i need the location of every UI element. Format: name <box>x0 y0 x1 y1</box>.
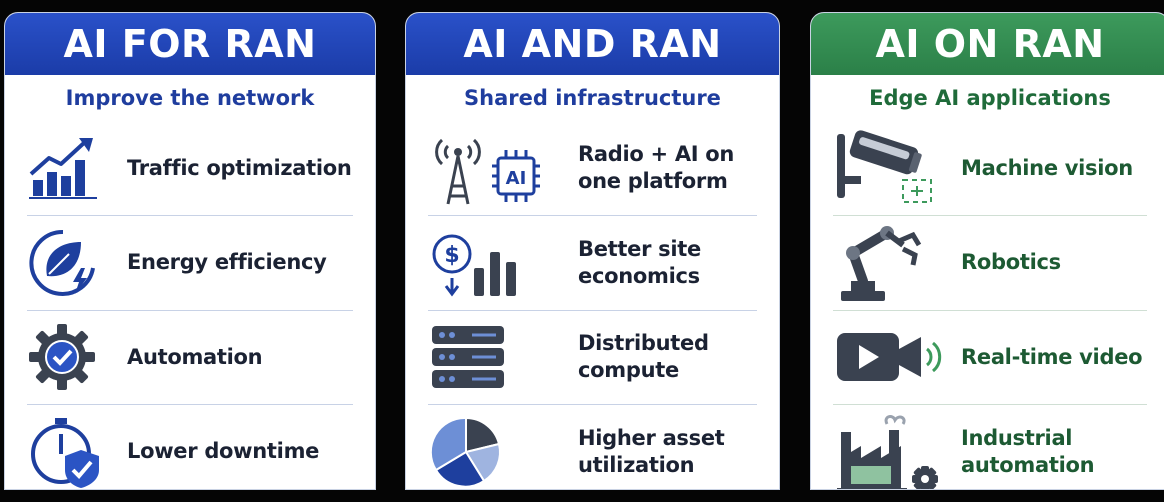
item-label-line1: Machine vision <box>961 155 1133 180</box>
item-label-line1: Better site <box>578 236 701 261</box>
item-label-line1: Higher asset <box>578 425 725 450</box>
gear-check-icon <box>27 322 127 392</box>
item-label: Better site economics <box>578 236 701 290</box>
item-label: Real-time video <box>961 344 1143 371</box>
item-label: Radio + AI on one platform <box>578 141 734 195</box>
antenna-chip-icon: AI <box>428 130 578 206</box>
stopwatch-shield-icon <box>27 416 127 488</box>
list-item: Higher asset utilization <box>428 404 757 490</box>
item-label: Industrial automation <box>961 425 1095 479</box>
item-label-line1: Radio + AI on <box>578 142 735 166</box>
list-item: Robotics <box>833 215 1147 311</box>
chip-label: AI <box>506 168 527 189</box>
robot-arm-icon <box>833 221 961 305</box>
item-label: Higher asset utilization <box>578 425 725 479</box>
ai-and-ran-panel: AI AND RAN Shared infrastructure <box>405 12 780 490</box>
list-item: Energy efficiency <box>27 215 353 311</box>
list-item: Machine vision <box>833 121 1147 216</box>
list-item: AI Radio + AI on one platform <box>428 121 757 216</box>
list-item: $ Better site economics <box>428 215 757 311</box>
panel-title: AI FOR RAN <box>5 13 375 75</box>
panel-title: AI ON RAN <box>811 13 1164 75</box>
list-item: Real-time video <box>833 310 1147 405</box>
item-label-line2: one platform <box>578 169 728 193</box>
list-item: Industrial automation <box>833 404 1147 489</box>
list-item: Traffic optimization <box>27 121 353 216</box>
item-label: Machine vision <box>961 155 1133 182</box>
panel-subtitle: Edge AI applications <box>869 86 1111 110</box>
panel-title: AI AND RAN <box>406 13 779 75</box>
leaf-bolt-icon <box>27 228 127 298</box>
item-label-line1: Distributed <box>578 331 709 355</box>
item-label: Robotics <box>961 249 1061 276</box>
item-label-line1: Robotics <box>961 250 1061 274</box>
item-label-line1: Real-time video <box>961 344 1143 369</box>
ai-on-ran-panel: AI ON RAN Edge AI applications <box>810 12 1164 490</box>
item-label: Energy efficiency <box>127 250 327 274</box>
panel-subtitle: Shared infrastructure <box>464 86 721 110</box>
item-label-line2: automation <box>961 452 1095 477</box>
ai-for-ran-panel: AI FOR RAN Improve the network Traffic o… <box>4 12 376 490</box>
item-label-line2: economics <box>578 263 700 288</box>
dollar-bars-icon: $ <box>428 228 578 298</box>
item-label-line1: Industrial <box>961 425 1073 450</box>
item-label-line2: compute <box>578 358 679 382</box>
item-label: Automation <box>127 344 263 369</box>
list-item: Distributed compute <box>428 310 757 405</box>
server-rack-icon <box>428 322 578 392</box>
security-camera-icon <box>833 128 961 208</box>
pie-chart-icon <box>428 414 578 490</box>
dollar-symbol: $ <box>444 243 459 268</box>
item-label: Traffic optimization <box>127 155 352 180</box>
list-item: Automation <box>27 310 353 405</box>
video-camera-icon <box>833 327 961 387</box>
growth-chart-icon <box>27 136 127 200</box>
factory-gear-icon <box>833 410 961 489</box>
item-label-line2: utilization <box>578 452 695 477</box>
item-label: Distributed compute <box>578 330 709 384</box>
list-item: Lower downtime <box>27 404 353 489</box>
item-label: Lower downtime <box>127 439 320 463</box>
panel-subtitle: Improve the network <box>65 86 315 110</box>
